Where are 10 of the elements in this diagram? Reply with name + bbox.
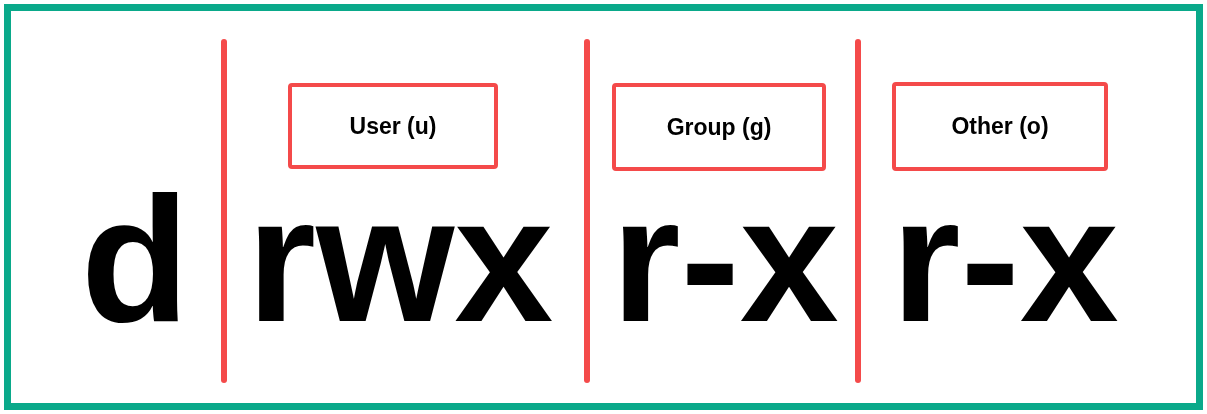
permission-class-label: Group (g) [666, 112, 772, 142]
permission-letters: d [80, 171, 190, 349]
label-box [612, 83, 826, 171]
permission-letters: rwx [246, 171, 554, 349]
permission-letters: r-x [891, 171, 1119, 349]
label-box [288, 83, 498, 169]
permission-class-label: Other (o) [951, 112, 1049, 142]
permission-letters: r-x [611, 171, 839, 349]
label-box [892, 82, 1108, 171]
permission-class-label: User (u) [349, 111, 437, 141]
